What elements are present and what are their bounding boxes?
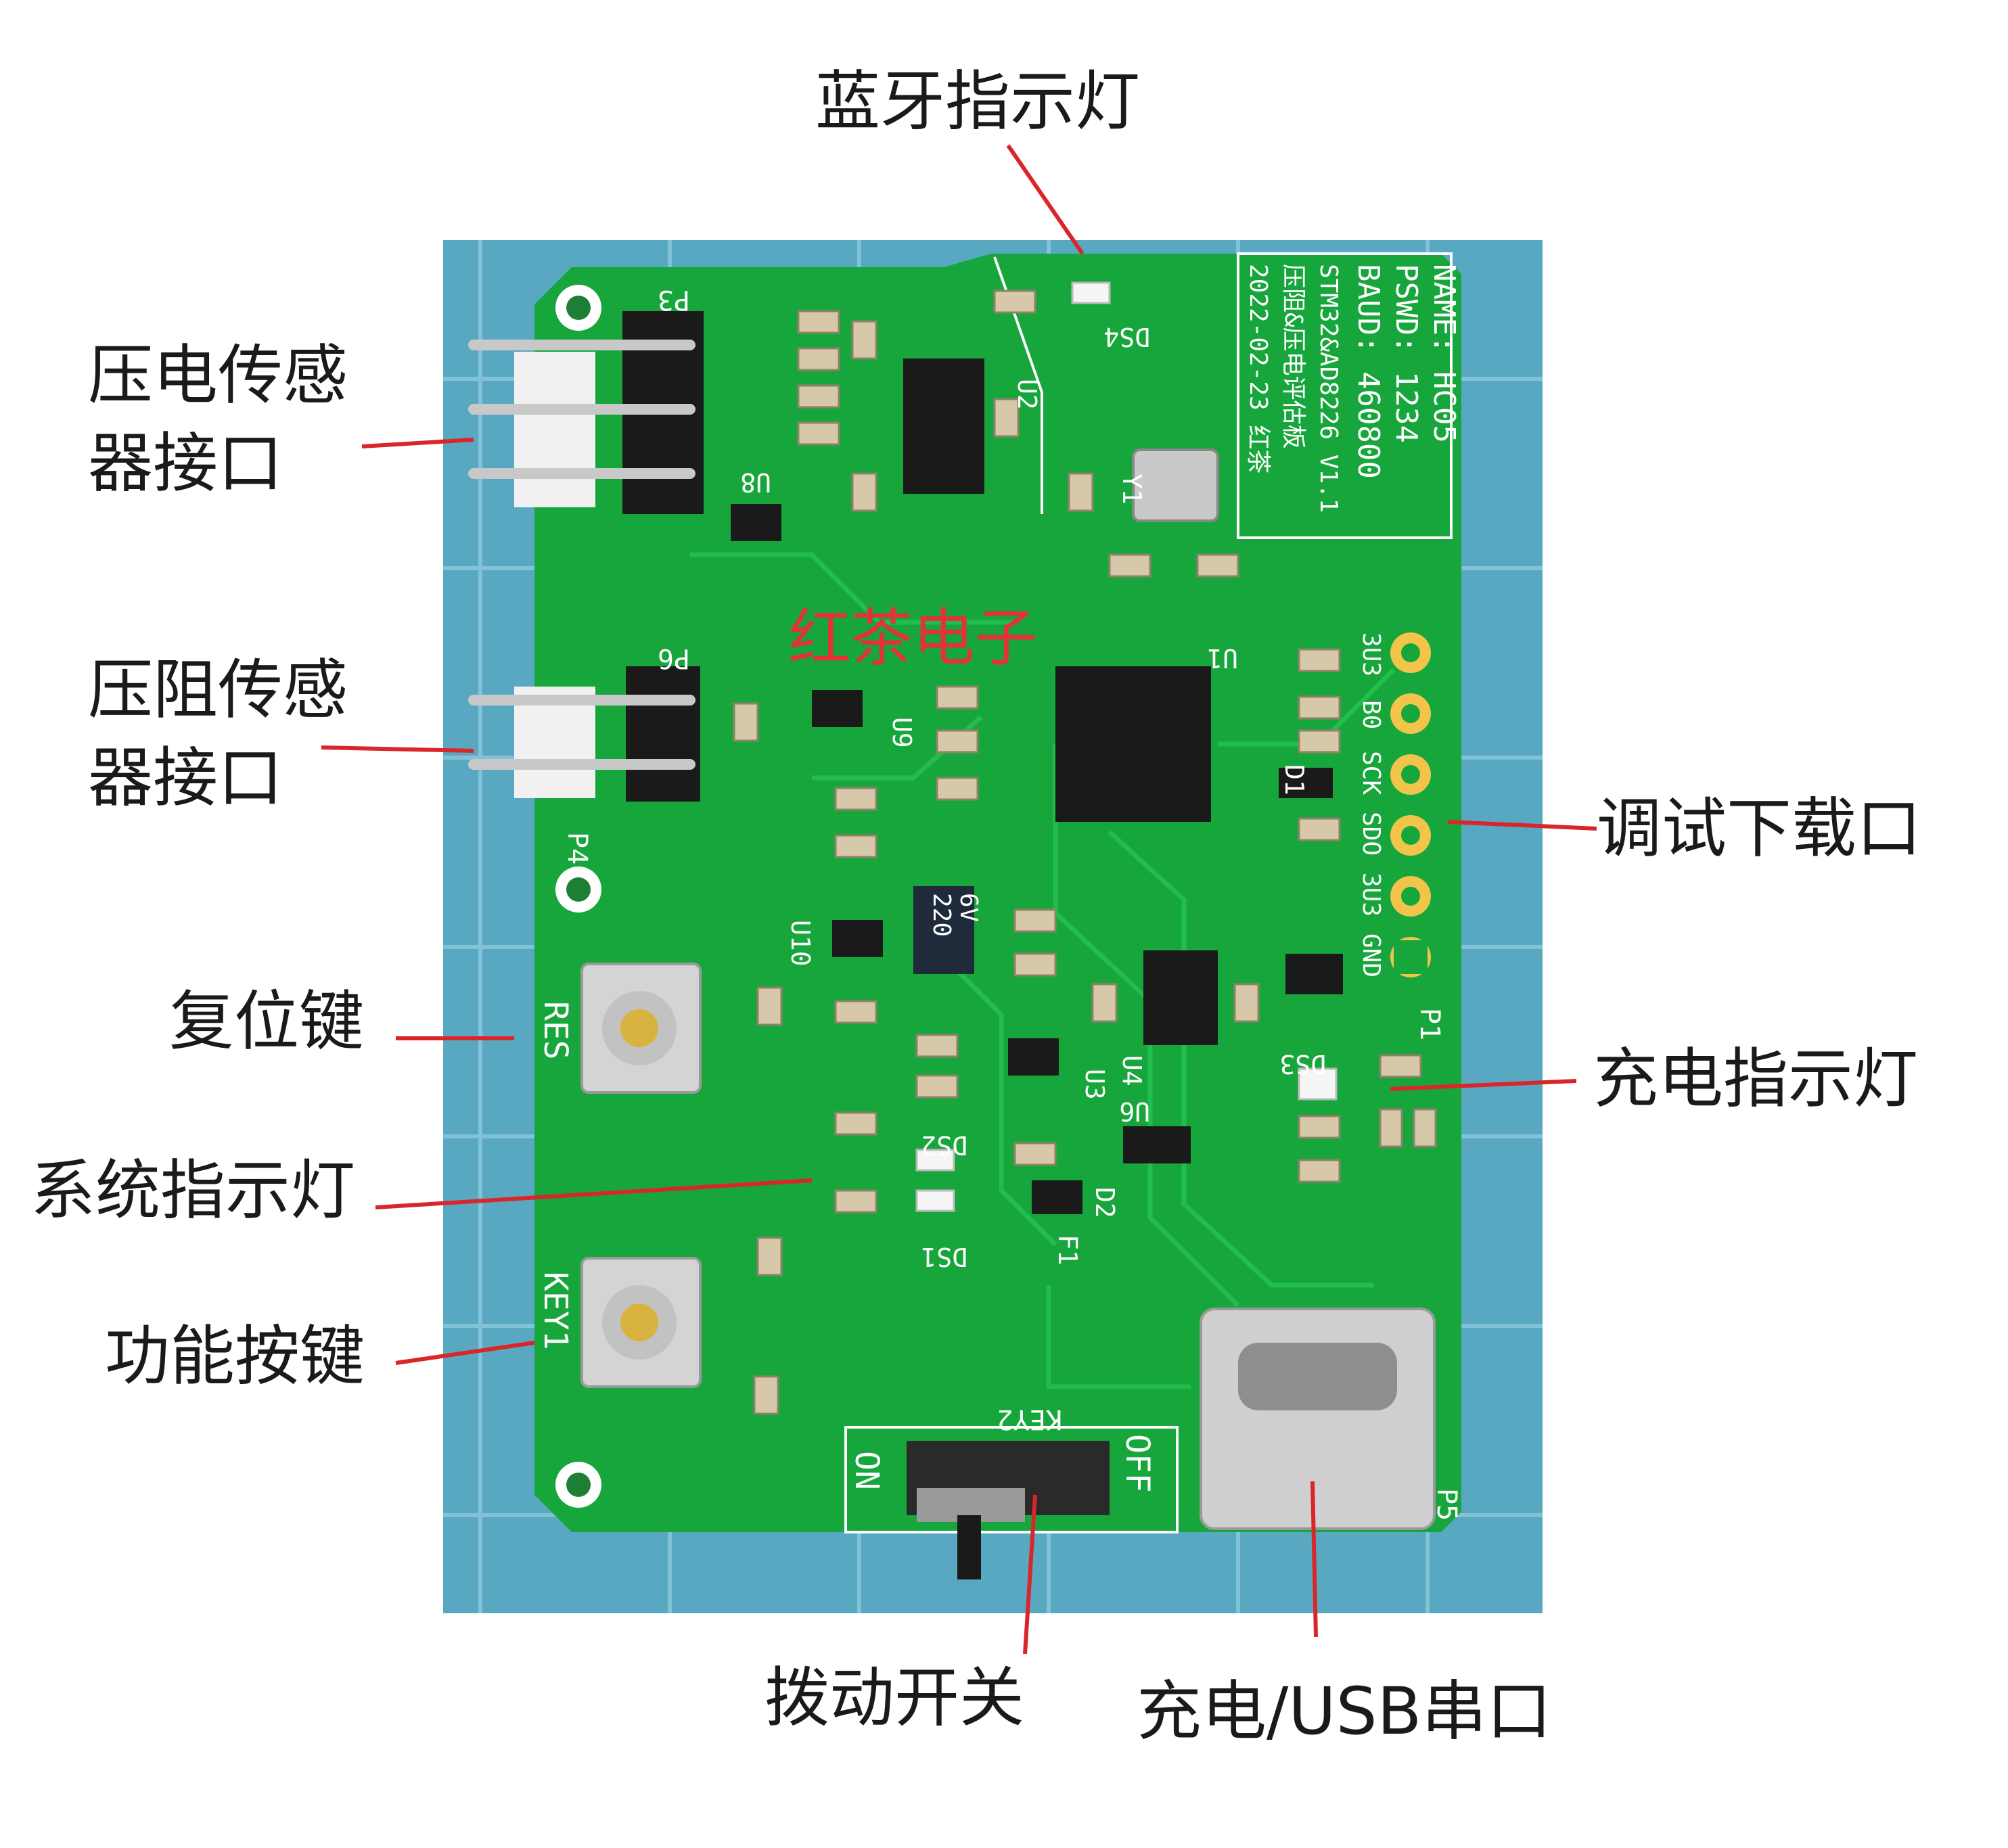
- label-p1: P1: [1414, 1008, 1445, 1040]
- label-p3: P3: [658, 284, 690, 315]
- svg-text:U2: U2: [1012, 379, 1042, 410]
- label-p5: P5: [1431, 1488, 1462, 1521]
- svg-text:STM32&AD8226 V1.1: STM32&AD8226 V1.1: [1315, 264, 1342, 513]
- board-watermark: 红茶电子: [788, 602, 1037, 674]
- debug-header: [1390, 632, 1431, 977]
- svg-text:U3: U3: [1080, 1069, 1110, 1100]
- reset-button: [580, 963, 702, 1094]
- driver-chip: [1143, 950, 1218, 1045]
- svg-text:DS3: DS3: [1279, 1049, 1326, 1079]
- svg-text:U10: U10: [785, 920, 815, 967]
- svg-text:D1: D1: [1279, 764, 1309, 795]
- leader-bluetooth: [1006, 144, 1085, 255]
- cap-voltage: 6V: [955, 893, 982, 922]
- svg-text:U8: U8: [740, 467, 771, 497]
- cap-value: 220: [928, 893, 955, 937]
- mcu-chip: [1055, 666, 1211, 822]
- callout-usb-port: 充电/USB串口: [1137, 1673, 1552, 1749]
- label-p4: P4: [562, 832, 593, 864]
- leader-debug: [1447, 820, 1597, 831]
- svg-text:U9: U9: [887, 717, 917, 748]
- leader-usb: [1310, 1481, 1318, 1638]
- leader-lines: [321, 144, 1597, 1655]
- leader-charge-led: [1390, 1079, 1577, 1091]
- small-transistors: [731, 504, 1343, 1214]
- label-off: OFF: [1118, 1434, 1156, 1493]
- mounting-holes: [555, 285, 601, 1508]
- callout-slide-switch: 拨动开关: [765, 1660, 1024, 1736]
- svg-text:BAUD: 460800: BAUD: 460800: [1351, 264, 1386, 479]
- piezo-connector: [468, 311, 704, 514]
- tantalum-cap: [913, 886, 974, 974]
- debug-pin-labels: 3U3 B0 SCK SDO 3U3 GND: [1357, 632, 1385, 977]
- svg-text:U4: U4: [1117, 1055, 1147, 1086]
- leds: [915, 281, 1338, 1212]
- callout-system-led: 系统指示灯: [30, 1153, 355, 1228]
- usb-c-connector: [1200, 1308, 1436, 1530]
- svg-text:B0: B0: [1357, 700, 1385, 729]
- callout-piezo-sensor-line1: 压电传感: [88, 338, 348, 413]
- callout-resistive-sensor-line2: 器接口: [88, 740, 283, 816]
- svg-text:SCK: SCK: [1357, 751, 1385, 795]
- slide-switch-part: [844, 1426, 1179, 1579]
- callout-piezo-sensor-line2: 器接口: [88, 425, 283, 501]
- part-designators: U1 U2 U3 U4 U6 U8 U9 U10 Y1 DS1 DS2 DS3 …: [740, 322, 1326, 1272]
- svg-text:U1: U1: [1207, 643, 1238, 673]
- callout-reset-key: 复位键: [169, 984, 364, 1059]
- info-panel: [1237, 252, 1453, 539]
- svg-text:DS4: DS4: [1103, 322, 1150, 352]
- label-on: ON: [848, 1451, 886, 1490]
- svg-text:PSWD: 1234: PSWD: 1234: [1389, 264, 1423, 443]
- svg-text:2022-02-23 红茶: 2022-02-23 红茶: [1244, 264, 1272, 473]
- svg-text:压阻&压电评估板: 压阻&压电评估板: [1279, 264, 1307, 449]
- callout-charge-led: 充电指示灯: [1593, 1041, 1918, 1117]
- leader-system-led: [375, 1178, 813, 1209]
- function-button: [580, 1257, 702, 1388]
- board-info-text: NAME: HC05 PSWD: 1234 BAUD: 460800 STM32…: [1244, 264, 1461, 513]
- callout-resistive-sensor-line1: 压阻传感: [88, 652, 348, 728]
- callout-bluetooth-led: 蓝牙指示灯: [815, 64, 1140, 139]
- leader-piezo: [361, 438, 474, 448]
- label-key1: KEY1: [537, 1272, 574, 1350]
- svg-text:3U3: 3U3: [1357, 632, 1385, 676]
- svg-text:SDO: SDO: [1357, 812, 1385, 856]
- resistive-connector: [468, 666, 700, 802]
- svg-text:GND: GND: [1357, 933, 1385, 977]
- passive-components: [733, 290, 1437, 1415]
- svg-text:NAME: HC05: NAME: HC05: [1427, 264, 1461, 443]
- leader-function-key: [395, 1341, 535, 1365]
- leader-switch: [1023, 1494, 1037, 1655]
- svg-text:DS1: DS1: [921, 1242, 967, 1272]
- opamp-chip: [903, 359, 984, 494]
- svg-text:Y1: Y1: [1117, 473, 1147, 505]
- crystal: [1132, 448, 1219, 522]
- svg-text:3U3: 3U3: [1357, 873, 1385, 917]
- callout-debug-port: 调试下载口: [1597, 791, 1921, 867]
- svg-text:DS2: DS2: [921, 1130, 967, 1160]
- svg-text:D2: D2: [1090, 1187, 1120, 1218]
- svg-text:F1: F1: [1053, 1234, 1082, 1266]
- svg-text:U6: U6: [1119, 1096, 1150, 1126]
- callout-function-key: 功能按键: [105, 1318, 365, 1394]
- label-p6: P6: [658, 643, 690, 674]
- label-res: RES: [537, 1001, 574, 1060]
- label-key2: KEY2: [997, 1404, 1062, 1435]
- leader-resistive: [321, 745, 474, 753]
